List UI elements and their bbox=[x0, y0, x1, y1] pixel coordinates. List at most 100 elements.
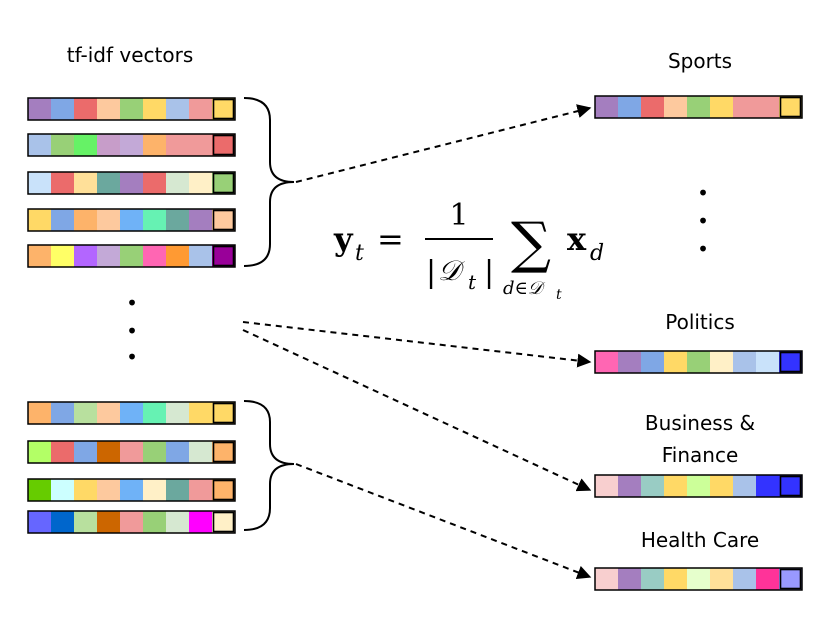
vector-cell bbox=[687, 568, 710, 590]
vector-cell bbox=[97, 511, 120, 533]
vector-cell bbox=[733, 351, 756, 373]
vector-cell bbox=[120, 402, 143, 424]
vector-cell bbox=[212, 209, 235, 231]
vector-cell bbox=[120, 245, 143, 267]
vector-cell bbox=[166, 479, 189, 501]
category-centroid-vector bbox=[594, 350, 803, 374]
left-title: tf-idf vectors bbox=[67, 43, 194, 67]
category-label: Business & bbox=[645, 411, 755, 435]
vector-cell bbox=[189, 441, 212, 463]
vector-cell bbox=[166, 98, 189, 120]
vector-cell bbox=[51, 134, 74, 156]
tfidf-vector bbox=[27, 133, 236, 157]
vector-cell bbox=[189, 98, 212, 120]
vector-cell bbox=[166, 402, 189, 424]
vector-cell bbox=[28, 172, 51, 194]
vector-cell bbox=[733, 568, 756, 590]
vector-cell bbox=[74, 172, 97, 194]
vector-cell bbox=[28, 245, 51, 267]
vector-cell bbox=[189, 134, 212, 156]
vector-cell bbox=[74, 98, 97, 120]
vector-cell bbox=[166, 209, 189, 231]
vector-cell bbox=[733, 475, 756, 497]
tfidf-vector bbox=[27, 244, 236, 268]
ellipsis-dot: • bbox=[126, 291, 138, 315]
vector-cell bbox=[97, 209, 120, 231]
ellipsis-dot: • bbox=[126, 319, 138, 343]
vector-cell bbox=[97, 402, 120, 424]
vector-cell bbox=[143, 245, 166, 267]
formula-lhs-sub: t bbox=[355, 241, 364, 266]
vector-cell bbox=[618, 475, 641, 497]
vector-cell bbox=[74, 511, 97, 533]
vector-cell bbox=[28, 134, 51, 156]
vector-cell bbox=[756, 475, 779, 497]
category-centroid-vector bbox=[594, 474, 803, 498]
vector-cell bbox=[51, 98, 74, 120]
brace-bottom bbox=[243, 400, 295, 531]
vector-border bbox=[594, 350, 803, 374]
arrows bbox=[242, 104, 592, 580]
vector-cell bbox=[618, 351, 641, 373]
vector-cell bbox=[166, 172, 189, 194]
formula-sum-subscript: d∈𝒟 bbox=[503, 278, 546, 299]
vector-cell bbox=[641, 96, 664, 118]
vector-cell bbox=[212, 245, 235, 267]
formula-rhs-sub: d bbox=[590, 241, 604, 266]
vector-cell bbox=[143, 402, 166, 424]
vector-cell bbox=[74, 479, 97, 501]
vector-cell bbox=[189, 402, 212, 424]
vector-cell bbox=[595, 96, 618, 118]
vector-cell bbox=[143, 209, 166, 231]
tfidf-vector bbox=[27, 401, 236, 425]
vector-cell bbox=[143, 479, 166, 501]
category-label: Health Care bbox=[641, 528, 759, 552]
ellipsis-dot: • bbox=[697, 181, 709, 205]
arrow-to-politics bbox=[242, 321, 592, 368]
vector-cell bbox=[189, 479, 212, 501]
vector-last-cell-outline bbox=[212, 172, 235, 194]
left-ellipsis: • • • bbox=[126, 291, 138, 369]
vector-cell bbox=[641, 568, 664, 590]
vector-cell bbox=[756, 96, 779, 118]
brace-top bbox=[243, 97, 295, 267]
vector-cell bbox=[212, 402, 235, 424]
right-ellipsis: • • • bbox=[697, 181, 709, 261]
vector-cell bbox=[28, 511, 51, 533]
vector-cell bbox=[756, 568, 779, 590]
vector-cell bbox=[74, 134, 97, 156]
vector-cell bbox=[733, 96, 756, 118]
vector-border bbox=[594, 474, 803, 498]
vector-border bbox=[27, 401, 236, 425]
vector-cell bbox=[779, 568, 802, 590]
formula-numerator: 1 bbox=[449, 198, 468, 233]
category-centroid-vector bbox=[594, 567, 803, 591]
vector-cell bbox=[595, 475, 618, 497]
vector-cell bbox=[120, 511, 143, 533]
vector-cell bbox=[664, 351, 687, 373]
vector-cell bbox=[120, 479, 143, 501]
vector-border bbox=[27, 510, 236, 534]
vector-cell bbox=[664, 475, 687, 497]
vector-cell bbox=[664, 96, 687, 118]
vector-border bbox=[594, 95, 803, 119]
vector-cell bbox=[97, 245, 120, 267]
vector-cell bbox=[120, 98, 143, 120]
vector-cell bbox=[641, 475, 664, 497]
ellipsis-dot: • bbox=[697, 209, 709, 233]
vector-last-cell-outline bbox=[212, 479, 235, 501]
vector-cell bbox=[51, 479, 74, 501]
tfidf-vector bbox=[27, 440, 236, 464]
vector-cell bbox=[779, 475, 802, 497]
vector-cell bbox=[51, 441, 74, 463]
vector-cell bbox=[618, 568, 641, 590]
vector-cell bbox=[74, 209, 97, 231]
vector-last-cell-outline bbox=[779, 475, 802, 497]
vector-border bbox=[27, 244, 236, 268]
vector-cell bbox=[756, 351, 779, 373]
arrow-to-sports bbox=[295, 104, 592, 183]
vector-cell bbox=[212, 511, 235, 533]
tfidf-vector bbox=[27, 208, 236, 232]
